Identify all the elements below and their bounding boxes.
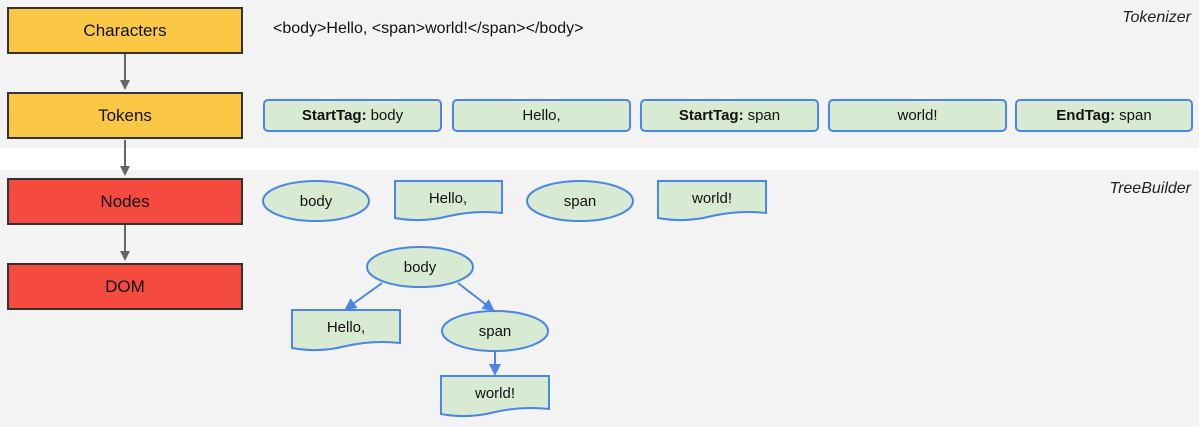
edge-body-to-hello — [344, 282, 383, 311]
dom-body — [366, 246, 474, 288]
tokenizer-label: Tokenizer — [1122, 9, 1191, 26]
treebuilder-label: TreeBuilder — [1109, 180, 1191, 197]
token-value: Hello, — [522, 107, 561, 124]
token-text-hello: Hello, — [452, 99, 631, 132]
characters-source-text: <body>Hello, <span>world!</span></body> — [273, 20, 584, 37]
token-value: body — [370, 107, 404, 124]
node-text-hello — [394, 180, 503, 222]
token-endtag-span: EndTag:span — [1015, 99, 1193, 132]
dom-body-label: body — [404, 259, 437, 276]
token-starttag-span: StartTag:span — [640, 99, 819, 132]
dom-text-world — [440, 375, 550, 418]
token-text-world: world! — [828, 99, 1007, 132]
dom-text-hello-label: Hello, — [327, 319, 365, 336]
stage-dom: DOM — [7, 263, 243, 310]
node-text-world-label: world! — [691, 190, 732, 207]
dom-span-label: span — [479, 323, 512, 340]
token-value: span — [747, 107, 781, 124]
edge-body-to-span — [457, 282, 495, 312]
node-element-span — [526, 180, 634, 222]
dom-text-hello — [291, 309, 401, 352]
token-kind: StartTag: — [301, 107, 367, 124]
dom-text-world-label: world! — [474, 385, 515, 402]
node-element-body-label: body — [300, 193, 333, 210]
node-text-hello-label: Hello, — [429, 190, 467, 207]
token-starttag-body: StartTag:body — [263, 99, 442, 132]
stage-tokens: Tokens — [7, 92, 243, 139]
stage-nodes: Nodes — [7, 178, 243, 225]
token-value: span — [1119, 107, 1152, 124]
node-element-body — [262, 180, 370, 222]
token-kind: EndTag: — [1056, 107, 1116, 124]
token-value: world! — [897, 107, 938, 124]
token-kind: StartTag: — [678, 107, 744, 124]
node-text-world — [657, 180, 767, 222]
stage-characters: Characters — [7, 7, 243, 54]
dom-span — [441, 310, 549, 352]
node-element-span-label: span — [564, 193, 597, 210]
